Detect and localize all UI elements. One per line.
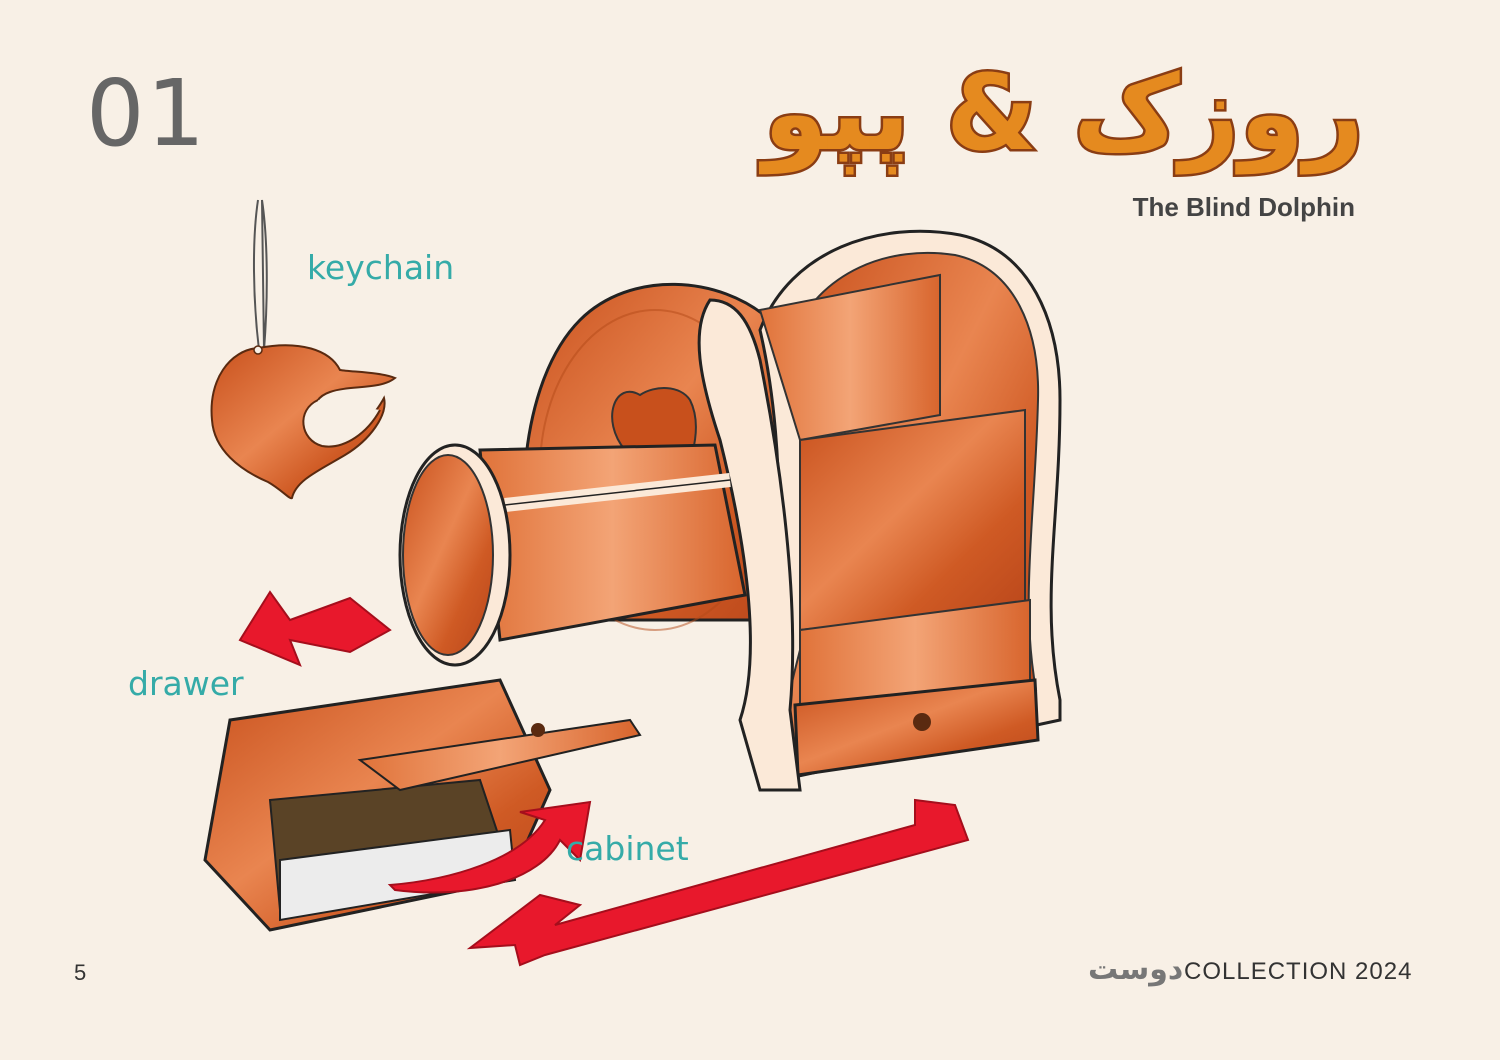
brand-logo: دوست bbox=[1088, 952, 1184, 987]
arrow-drawer bbox=[238, 590, 392, 667]
page-index-number: 01 bbox=[86, 60, 208, 167]
keychain-sketch bbox=[210, 199, 397, 500]
english-subtitle: The Blind Dolphin bbox=[1132, 192, 1355, 222]
label-keychain: keychain bbox=[307, 248, 455, 287]
organizer-sketch bbox=[398, 229, 1062, 792]
arrow-cabinet bbox=[387, 800, 592, 894]
arrow-return bbox=[466, 798, 970, 967]
label-drawer: drawer bbox=[128, 664, 244, 703]
label-cabinet: cabinet bbox=[566, 829, 689, 868]
page-number: 5 bbox=[74, 960, 87, 985]
collection-label: COLLECTION 2024 bbox=[1184, 958, 1413, 985]
persian-title: روزک & پپو bbox=[761, 52, 1367, 174]
